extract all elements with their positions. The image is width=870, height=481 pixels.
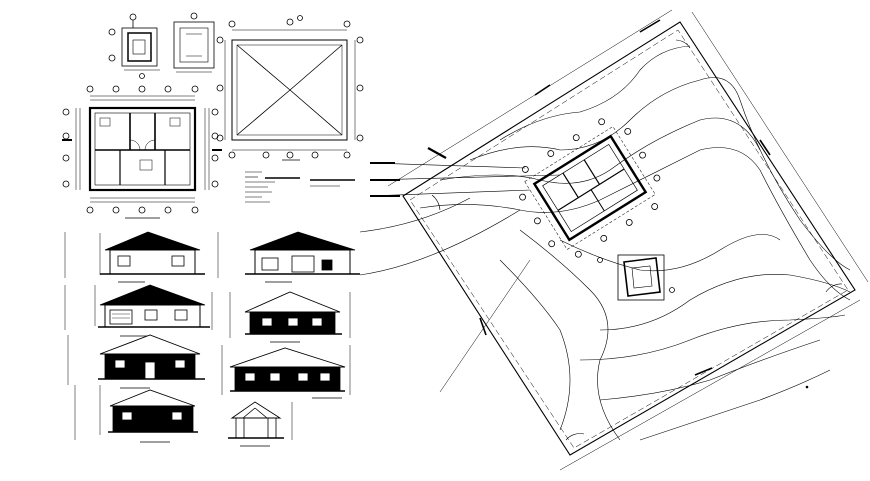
pump-house-section: [228, 401, 293, 447]
floor-plan: [62, 85, 222, 219]
site-house-footprint: [519, 118, 661, 258]
elevation-rear-2: [221, 345, 351, 399]
pump-house-detail-plan: [108, 13, 160, 79]
elevation-side-3: [74, 385, 198, 443]
elevation-front-1: [64, 231, 205, 283]
elevation-side-2: [229, 291, 351, 343]
legend-notes: [245, 171, 355, 203]
elevation-front-2: [67, 334, 205, 389]
elevation-side-1: [64, 284, 213, 337]
site-pump-house: [597, 254, 675, 301]
site-plan: [387, 9, 869, 471]
roof-plan: [216, 15, 364, 161]
tank-detail-plan: [173, 12, 215, 73]
elevation-rear-1: [217, 231, 360, 283]
leader-lines: [359, 162, 561, 276]
